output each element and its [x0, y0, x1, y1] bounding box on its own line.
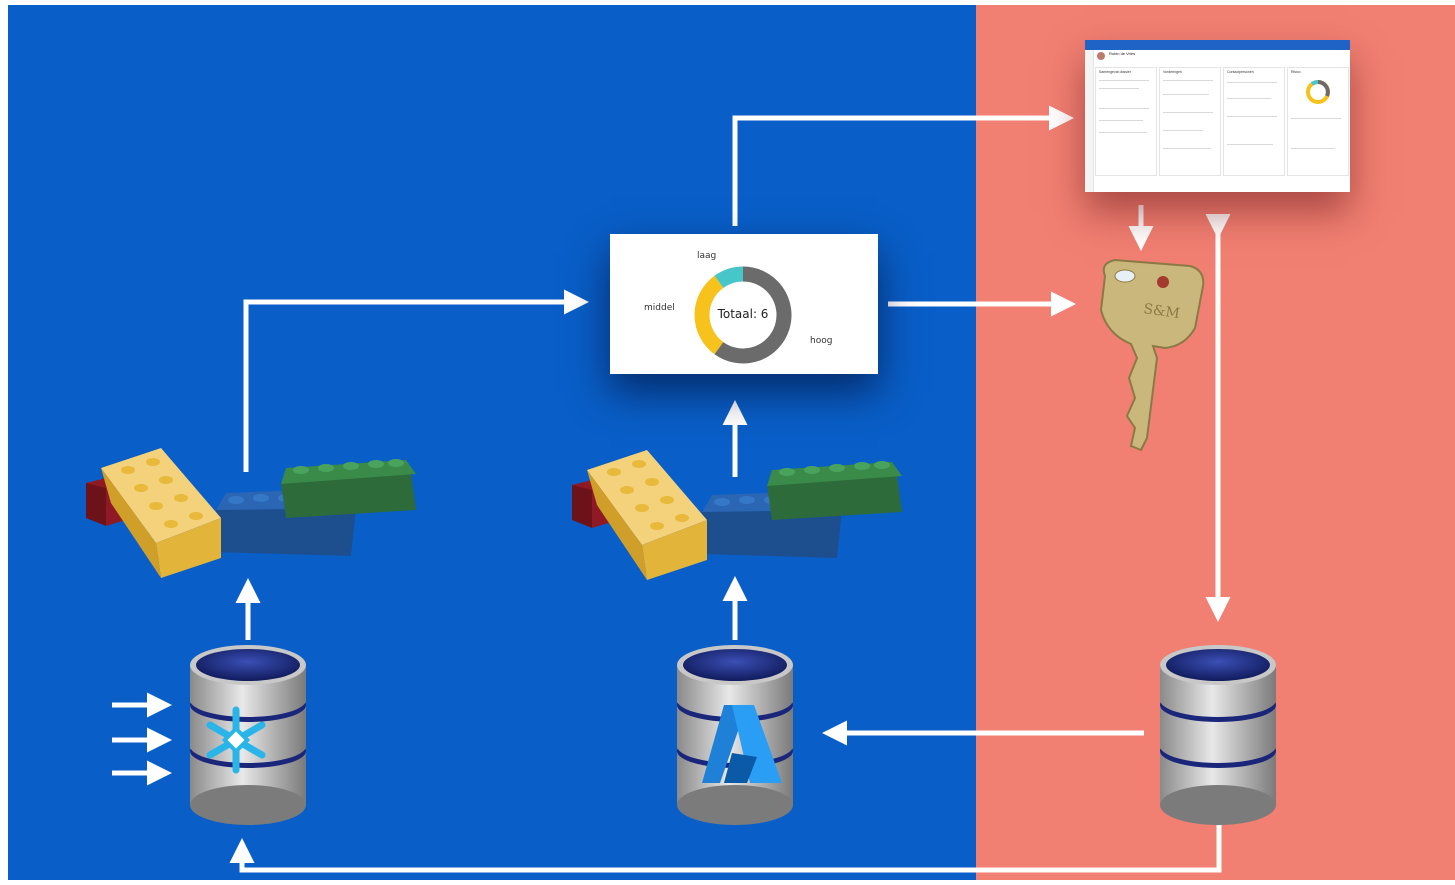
arrow-left-lego-to-donut [243, 289, 589, 472]
app-title: Robin de Vries [1109, 51, 1136, 56]
app-column: Samengevat dossier [1095, 67, 1157, 176]
app-column-title: Samengevat dossier [1099, 70, 1131, 74]
app-sidebar [1085, 50, 1094, 192]
svg-text:S&M: S&M [1142, 301, 1180, 322]
app-column: Risico [1287, 67, 1349, 176]
dossier-app-screenshot: Robin de Vries Samengevat dossier Vorder… [1085, 40, 1350, 192]
app-column-title: Risico [1291, 70, 1301, 74]
arrow-donut-to-app [732, 105, 1074, 226]
app-topbar [1085, 40, 1350, 50]
avatar [1097, 52, 1105, 60]
app-column: Vorderingen [1159, 67, 1221, 176]
app-column-title: Vorderingen [1163, 70, 1182, 74]
app-column-title: Contactpersonen [1227, 70, 1254, 74]
donut-label-middel: middel [644, 303, 675, 313]
donut-label-laag: laag [697, 251, 717, 261]
donut-total-label: Totaal: 6 [717, 307, 769, 321]
snowflake-logo-icon [206, 706, 266, 774]
azure-logo-icon [702, 705, 782, 783]
app-column: Contactpersonen [1223, 67, 1285, 176]
donut-label-hoog: hoog [810, 336, 833, 346]
donut-segment-middel [694, 275, 724, 355]
app-mini-donut [1306, 80, 1330, 104]
donut-segment-laag [714, 266, 744, 289]
donut-segment-hoog [714, 266, 792, 364]
